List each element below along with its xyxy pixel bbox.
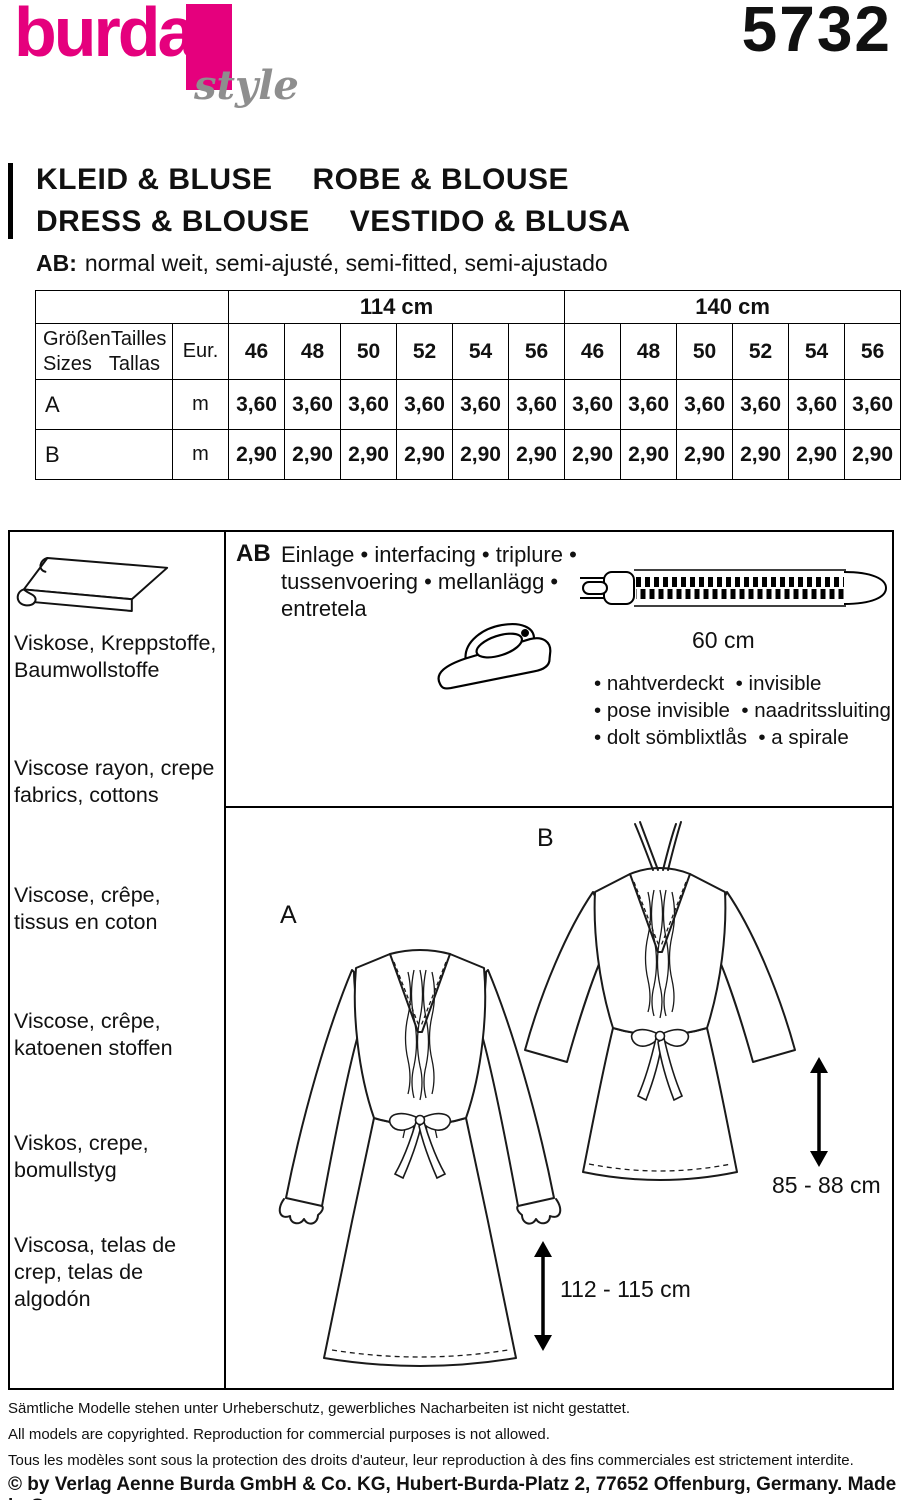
brand-name: burda xyxy=(14,0,196,71)
size-cell: 50 xyxy=(676,323,734,380)
yardage-cell: 3,60 xyxy=(284,379,341,430)
yardage-cell: 2,90 xyxy=(676,429,734,480)
yardage-cell: 3,60 xyxy=(564,379,622,430)
sizes-label-es: Tallas xyxy=(108,352,160,375)
view-a-length: 112 - 115 cm xyxy=(560,1276,691,1302)
zipper-note-line: • pose invisible • naadritssluiting xyxy=(594,699,891,722)
zipper-note-line: • dolt sömblixtlås • a spirale xyxy=(594,726,849,749)
sizes-row-label: Größen Tailles Sizes Tallas xyxy=(35,323,173,380)
title-german: KLEID & BLUSE xyxy=(36,163,273,196)
yardage-cell: 3,60 xyxy=(844,379,902,430)
yardage-cell: 3,60 xyxy=(507,379,566,430)
size-cell: 54 xyxy=(452,323,509,380)
size-cell: 50 xyxy=(340,323,397,380)
fit-views-label: AB: xyxy=(36,250,77,276)
zipper-notes: • nahtverdeckt • invisible • pose invisi… xyxy=(594,670,891,751)
yardage-cell: 3,60 xyxy=(676,379,734,430)
pattern-number: 5732 xyxy=(741,0,892,65)
publisher-copyright: © by Verlag Aenne Burda GmbH & Co. KG, H… xyxy=(8,1474,897,1500)
yardage-cell: 2,90 xyxy=(620,429,678,480)
title-accent-bar xyxy=(8,163,13,239)
fabric-text-en: Viscose rayon, crepe fabrics, cottons xyxy=(14,756,215,807)
size-cell: 52 xyxy=(732,323,790,380)
length-arrow-icon xyxy=(534,1241,552,1351)
yardage-cell: 2,90 xyxy=(788,429,846,480)
invisible-zipper-icon xyxy=(580,569,888,607)
unit-cell: m xyxy=(172,429,229,480)
yardage-cell: 2,90 xyxy=(507,429,566,480)
yardage-cell: 3,60 xyxy=(620,379,678,430)
title-french: ROBE & BLOUSE xyxy=(312,163,570,196)
brand-sub-name: style xyxy=(194,62,299,109)
fabric-width-140: 140 cm xyxy=(564,290,902,324)
yardage-cell: 2,90 xyxy=(396,429,453,480)
blouse-b-technical-drawing xyxy=(524,821,796,1181)
size-cell: 56 xyxy=(507,323,566,380)
yardage-cell: 3,60 xyxy=(396,379,453,430)
garment-title-line-1: KLEID & BLUSE ROBE & BLOUSE xyxy=(36,163,569,197)
iron-icon xyxy=(437,623,552,690)
size-cell: 48 xyxy=(620,323,678,380)
size-cell: 48 xyxy=(284,323,341,380)
view-b-label: B xyxy=(537,824,554,852)
size-cell: 52 xyxy=(396,323,453,380)
fabric-width-114: 114 cm xyxy=(227,290,566,324)
fabric-roll-icon xyxy=(16,557,169,612)
yardage-cell: 2,90 xyxy=(228,429,285,480)
table-corner-cell xyxy=(35,290,229,324)
yardage-cell: 3,60 xyxy=(452,379,509,430)
brand-logo-block xyxy=(186,4,232,90)
yardage-cell: 2,90 xyxy=(732,429,790,480)
copyright-note-en: All models are copyrighted. Reproduction… xyxy=(8,1426,550,1443)
interfacing-text: Einlage • interfacing • triplure • tusse… xyxy=(281,542,577,621)
size-cell: 46 xyxy=(228,323,285,380)
yardage-cell: 3,60 xyxy=(340,379,397,430)
view-b-length: 85 - 88 cm xyxy=(772,1172,881,1198)
zipper-length: 60 cm xyxy=(692,627,755,653)
brand-logo: burda style xyxy=(14,0,334,120)
fabric-text-sv: Viskos, crepe, bomullstyg xyxy=(14,1131,149,1182)
horizontal-divider xyxy=(226,806,894,808)
sizes-label-en: Sizes xyxy=(43,352,92,375)
sizes-label-de: Größen xyxy=(43,327,111,350)
vertical-divider xyxy=(224,530,226,1390)
size-cell: 46 xyxy=(564,323,622,380)
fabric-text-fr: Viscose, crêpe, tissus en coton xyxy=(14,883,161,934)
garment-title-line-2: DRESS & BLOUSE VESTIDO & BLUSA xyxy=(36,205,631,239)
copyright-note-fr: Tous les modèles sont sous la protection… xyxy=(8,1452,854,1469)
yardage-cell: 3,60 xyxy=(732,379,790,430)
yardage-cell: 2,90 xyxy=(844,429,902,480)
fit-text: normal weit, semi-ajusté, semi-fitted, s… xyxy=(84,250,608,276)
fabric-text-es: Viscosa, telas de crep, telas de algodón xyxy=(14,1233,177,1311)
view-a-label: A xyxy=(280,901,297,929)
title-spanish: VESTIDO & BLUSA xyxy=(349,205,631,238)
yardage-cell: 3,60 xyxy=(228,379,285,430)
title-english: DRESS & BLOUSE xyxy=(36,205,310,238)
fabric-text-nl: Viscose, crêpe, katoenen stoffen xyxy=(14,1009,173,1060)
length-arrow-icon xyxy=(810,1057,828,1167)
view-a-row-label: A xyxy=(35,379,173,430)
zipper-note-line: • nahtverdeckt • invisible xyxy=(594,672,822,695)
fit-description: AB: normal weit, semi-ajusté, semi-fitte… xyxy=(36,250,608,277)
yardage-cell: 2,90 xyxy=(452,429,509,480)
unit-cell: m xyxy=(172,379,229,430)
fabric-text-de: Viskose, Kreppstoffe, Baumwollstoffe xyxy=(14,631,217,682)
dress-a-technical-drawing xyxy=(278,949,562,1367)
eur-label: Eur. xyxy=(172,323,229,380)
size-cell: 54 xyxy=(788,323,846,380)
sizes-label-fr: Tailles xyxy=(110,327,167,350)
copyright-note-de: Sämtliche Modelle stehen unter Urhebersc… xyxy=(8,1400,630,1417)
details-box xyxy=(8,530,894,1390)
yardage-cell: 2,90 xyxy=(284,429,341,480)
yardage-cell: 3,60 xyxy=(788,379,846,430)
view-b-row-label: B xyxy=(35,429,173,480)
yardage-cell: 2,90 xyxy=(564,429,622,480)
size-cell: 56 xyxy=(844,323,902,380)
notions-views-label: AB xyxy=(236,540,271,567)
yardage-cell: 2,90 xyxy=(340,429,397,480)
size-yardage-table: 114 cm 140 cm Größen Tailles Sizes Talla… xyxy=(35,290,902,480)
